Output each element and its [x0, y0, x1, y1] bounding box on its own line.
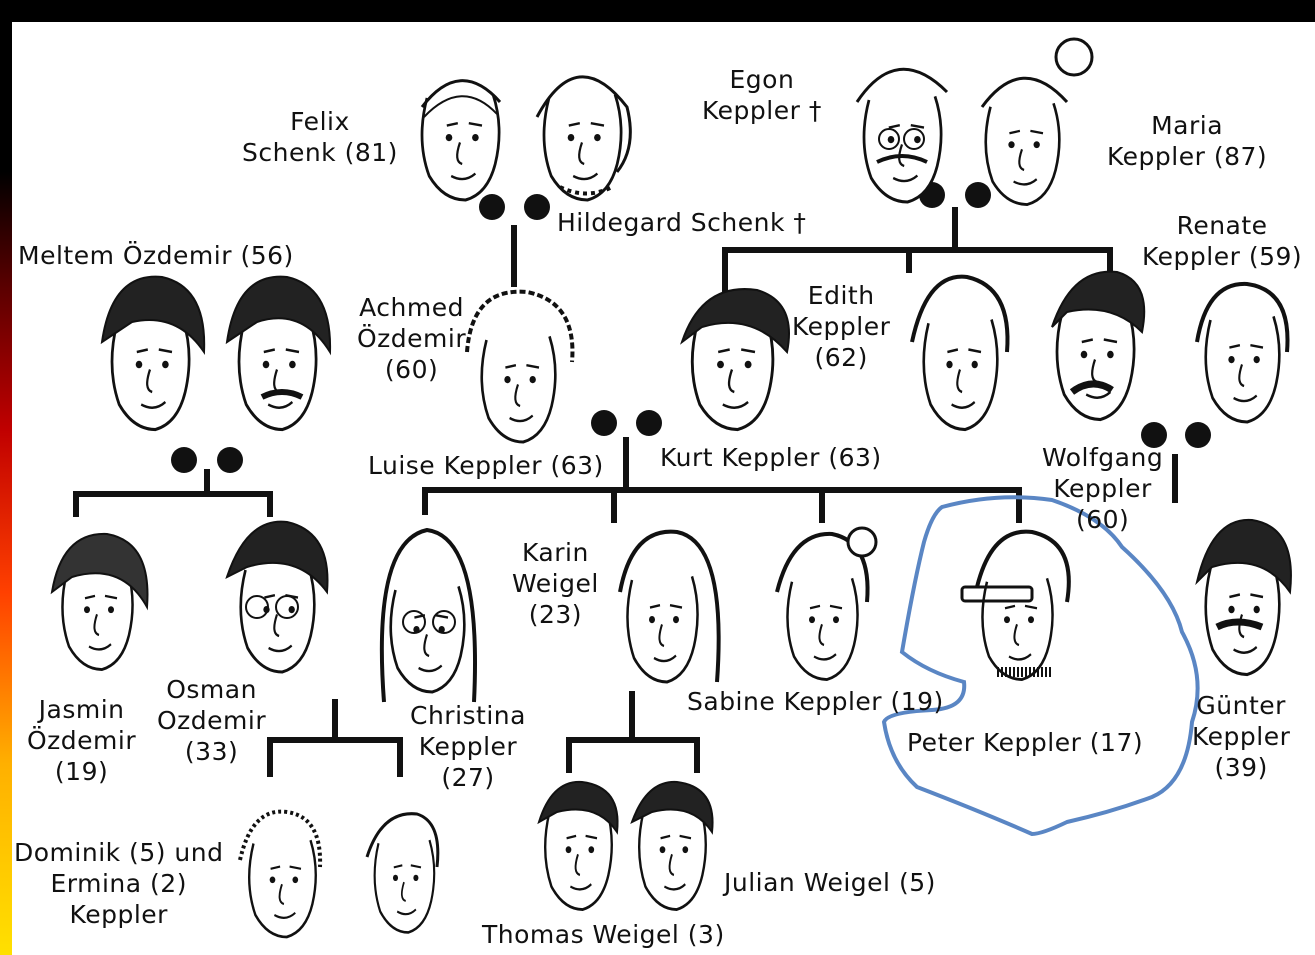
label-guenter-age: (39) — [1214, 753, 1268, 782]
marriage-dot-kurt-a — [591, 410, 617, 436]
label-wolfgang-age: (60) — [1075, 505, 1130, 534]
label-christina-surname: Keppler — [418, 732, 518, 761]
label-edith-name: Edith — [807, 281, 875, 310]
label-maria-name: Maria — [1151, 111, 1224, 140]
face-maria — [980, 37, 1094, 206]
marriage-dot-schenk-b — [524, 194, 550, 220]
face-jasmin — [50, 532, 149, 671]
face-egon — [855, 67, 949, 204]
marriage-dot-oezdemir-b — [217, 447, 243, 473]
label-renate-name: Renate — [1176, 211, 1268, 240]
label-egon-name: Egon — [729, 65, 795, 94]
label-kurt: Kurt Keppler (63) — [660, 443, 882, 472]
label-karin-age: (23) — [528, 600, 583, 629]
marriage-dot-oezdemir-a — [171, 447, 197, 473]
label-egon: Egon Keppler † — [702, 64, 822, 126]
face-guenter — [1195, 518, 1292, 677]
face-edith — [910, 274, 1010, 432]
label-felix: Felix Schenk (81) — [242, 106, 398, 168]
label-felix-name: Felix — [290, 107, 350, 136]
label-guenter-name: Günter — [1196, 691, 1286, 720]
face-sabine — [775, 526, 878, 681]
marriage-dot-wolfgang-a — [1141, 422, 1167, 448]
label-edith-surname: Keppler — [792, 312, 891, 341]
label-osman-age: (33) — [184, 737, 239, 766]
face-kurt — [680, 288, 790, 432]
label-sabine: Sabine Keppler (19) — [687, 687, 944, 716]
label-karin: Karin Weigel (23) — [512, 537, 599, 630]
face-karin — [618, 529, 721, 684]
face-wolfgang — [1051, 270, 1146, 422]
label-wolfgang-name: Wolfgang — [1042, 443, 1164, 472]
face-meltem — [100, 275, 206, 432]
marriage-dot-kurt-b — [636, 410, 662, 436]
label-guenter-surname: Keppler — [1192, 722, 1291, 751]
face-thomas — [537, 780, 619, 911]
face-osman — [225, 520, 329, 674]
label-karin-name: Karin — [521, 538, 589, 567]
label-dominik-line3: Keppler — [69, 900, 168, 929]
label-renate-surname: Keppler (59) — [1142, 242, 1303, 271]
label-hildegard: Hildegard Schenk † — [557, 208, 807, 237]
label-edith-age: (62) — [814, 343, 868, 372]
label-edith: Edith Keppler (62) — [792, 280, 890, 373]
face-felix — [420, 79, 502, 202]
family-tree-drawing — [50, 37, 1292, 939]
label-jasmin-surname: Özdemir — [27, 726, 137, 755]
label-christina: Christina Keppler (27) — [410, 700, 526, 793]
label-achmed-age: (60) — [384, 355, 439, 384]
face-dominik — [238, 809, 323, 939]
label-christina-name: Christina — [410, 701, 526, 730]
label-luise: Luise Keppler (63) — [368, 451, 604, 480]
label-jasmin-name: Jasmin — [38, 695, 125, 724]
label-thomas: Thomas Weigel (3) — [482, 920, 725, 949]
label-peter: Peter Keppler (17) — [907, 728, 1144, 757]
family-tree-canvas: Felix Schenk (81) Hildegard Schenk † Ego… — [12, 22, 1315, 955]
label-dominik-ermina: Dominik (5) und Ermina (2) Keppler — [14, 837, 223, 930]
label-achmed-surname: Özdemir — [357, 324, 467, 353]
label-egon-surname: Keppler † — [702, 96, 822, 125]
label-maria: Maria Keppler (87) — [1107, 110, 1267, 172]
label-felix-surname: Schenk (81) — [242, 138, 398, 167]
face-renate — [1195, 281, 1290, 424]
face-hildegard — [535, 75, 632, 202]
label-wolfgang-surname: Keppler — [1053, 474, 1152, 503]
label-osman-name: Osman — [166, 675, 257, 704]
left-color-strip — [0, 0, 12, 955]
label-dominik-line2: Ermina (2) — [50, 869, 187, 898]
face-achmed-top — [225, 275, 332, 432]
face-peter — [960, 529, 1071, 681]
peter-highlight-outline — [881, 495, 1200, 837]
tree-lines — [73, 207, 1178, 777]
label-osman: Osman Ozdemir (33) — [157, 674, 266, 767]
label-meltem: Meltem Özdemir (56) — [18, 241, 294, 270]
face-julian — [630, 780, 714, 911]
label-christina-age: (27) — [441, 763, 495, 792]
face-christina — [379, 527, 478, 703]
label-osman-surname: Ozdemir — [157, 706, 267, 735]
label-wolfgang: Wolfgang Keppler (60) — [1042, 442, 1163, 535]
label-guenter: Günter Keppler (39) — [1192, 690, 1290, 783]
label-karin-surname: Weigel — [512, 569, 599, 598]
label-maria-surname: Keppler (87) — [1107, 142, 1268, 171]
label-achmed-name: Achmed — [359, 293, 464, 322]
face-ermina — [365, 812, 440, 934]
label-julian: Julian Weigel (5) — [724, 868, 936, 897]
marriage-dot-wolfgang-b — [1185, 422, 1211, 448]
label-dominik-line1: Dominik (5) und — [14, 838, 224, 867]
marriage-dot-schenk-a — [479, 194, 505, 220]
marriage-dot-keppler-b — [965, 182, 991, 208]
face-luise — [465, 289, 575, 444]
label-achmed: Achmed Özdemir (60) — [357, 292, 466, 385]
label-jasmin-age: (19) — [54, 757, 109, 786]
label-jasmin: Jasmin Özdemir (19) — [27, 694, 136, 787]
label-renate: Renate Keppler (59) — [1142, 210, 1302, 272]
